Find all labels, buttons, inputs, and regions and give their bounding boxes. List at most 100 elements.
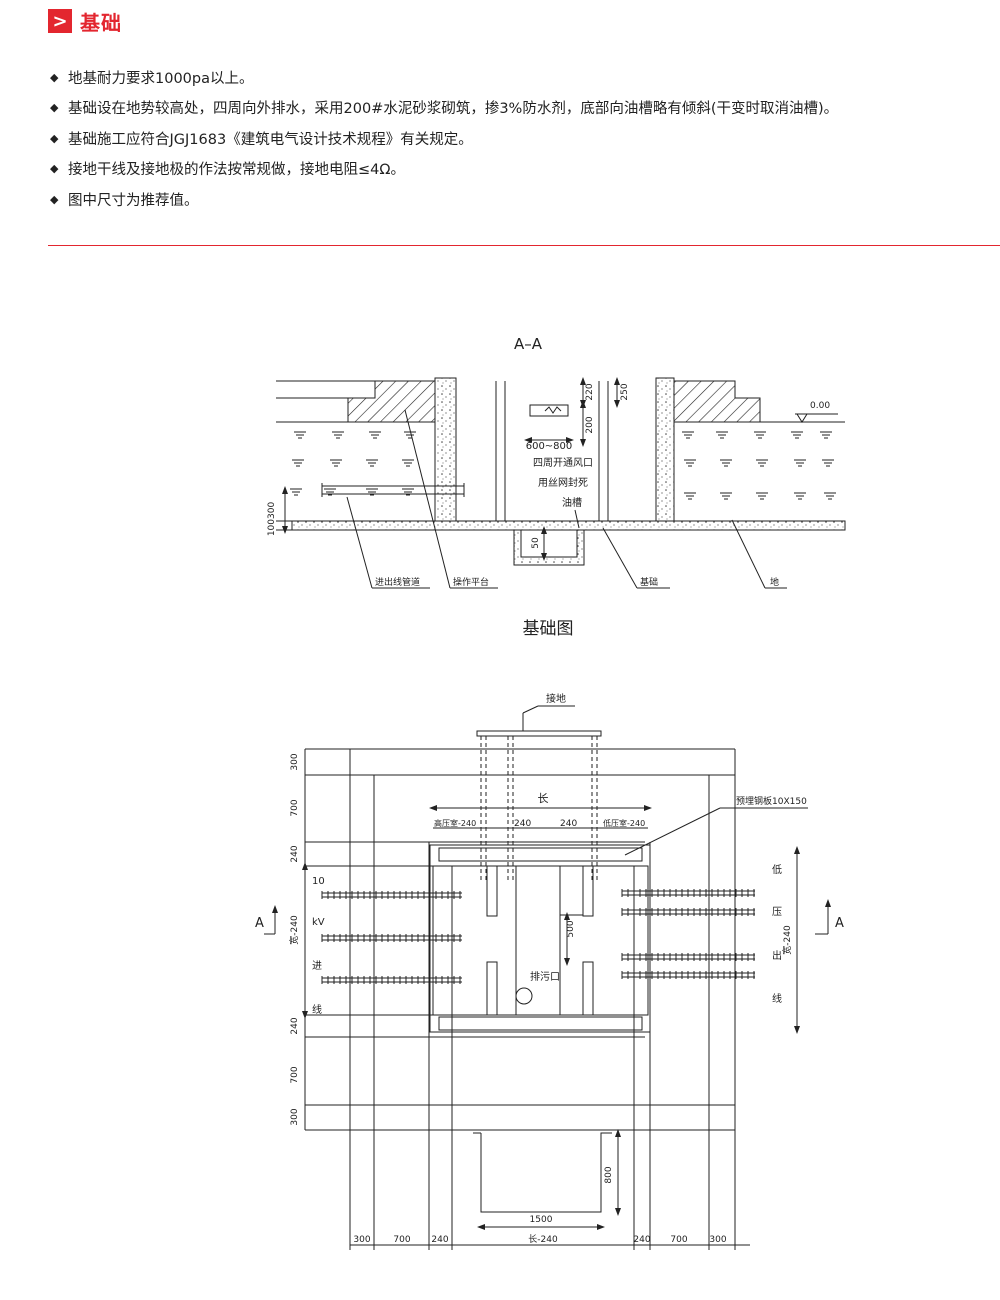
dim-800: 800 [604, 1166, 614, 1183]
section-mark-right: A [835, 916, 844, 931]
water-symbol [682, 431, 694, 439]
vdim-700-top: 700 [290, 799, 300, 816]
cable-pipe [321, 934, 462, 942]
vdim-240-top: 240 [290, 845, 300, 862]
note-item: ◆ 图中尺寸为推荐值。 [50, 184, 838, 215]
water-symbol [791, 431, 803, 439]
water-symbol [294, 431, 306, 439]
lv-outlet-char-1: 低 [772, 863, 782, 876]
label-platform: 操作平台 [453, 576, 489, 588]
hdim-700-right: 700 [670, 1235, 687, 1245]
vdim-700-bottom: 700 [290, 1066, 300, 1083]
cable-pipe [621, 953, 755, 961]
lv-room-dim: 低压室-240 [603, 818, 645, 828]
dim-240-b: 240 [560, 819, 577, 829]
elevation-label: 0.00 [810, 401, 830, 411]
note-item: ◆ 接地干线及接地极的作法按常规做，接地电阻≤4Ω。 [50, 154, 838, 185]
water-symbol [684, 492, 696, 500]
water-symbol [754, 431, 766, 439]
water-symbol [820, 431, 832, 439]
dim-240-a: 240 [514, 819, 531, 829]
left-hatched-block [347, 380, 436, 423]
diamond-bullet-icon: ◆ [50, 131, 59, 145]
lv-outlet-char-4: 线 [772, 992, 782, 1005]
note-item: ◆ 地基耐力要求1000pa以上。 [50, 62, 838, 93]
diagram-caption: 基础图 [523, 619, 574, 639]
water-symbol [324, 488, 336, 496]
label-cable-duct: 进出线管道 [375, 576, 420, 588]
dim-1500: 1500 [530, 1215, 553, 1225]
lv-outlet-char-3: 出 [772, 949, 782, 962]
oil-trough-label: 油槽 [562, 496, 582, 509]
diamond-bullet-icon: ◆ [50, 192, 59, 206]
embedded-plate-bottom [438, 1016, 643, 1031]
cable-pipe [621, 971, 755, 979]
inner-room [429, 844, 651, 1033]
section-title-label: A–A [514, 335, 543, 353]
dim-220: 220 [585, 383, 595, 400]
note-text: 基础设在地势较高处，四周向外排水，采用200#水泥砂浆砌筑，掺3%防水剂，底部向… [68, 101, 839, 118]
note-text: 图中尺寸为推荐值。 [68, 192, 199, 209]
diamond-bullet-icon: ◆ [50, 70, 59, 84]
left-wall [434, 377, 457, 522]
drain-outlet [515, 987, 533, 1005]
water-symbol [404, 431, 416, 439]
cable-pipe [621, 908, 755, 916]
grounding-label: 接地 [546, 692, 566, 705]
water-symbol [794, 492, 806, 500]
water-symbol [684, 459, 696, 467]
elevation-triangle [796, 413, 808, 423]
dim-100300: 100300 [267, 502, 277, 537]
water-symbol [756, 459, 768, 467]
note-text: 地基耐力要求1000pa以上。 [68, 70, 254, 87]
hv-inlet-char-2: kV [312, 917, 325, 928]
water-symbol [716, 431, 728, 439]
water-symbol [720, 459, 732, 467]
hdim-700-left: 700 [393, 1235, 410, 1245]
water-symbol [402, 459, 414, 467]
label-ground: 地 [770, 576, 779, 588]
plan-view: 接地 [255, 692, 844, 1250]
note-item: ◆基础设在地势较高处，四周向外排水，采用200#水泥砂浆砌筑，掺3%防水剂，底部… [50, 93, 838, 124]
water-symbol [756, 492, 768, 500]
hv-inlet-char-3: 进 [312, 960, 322, 972]
embedded-plate-label: 预埋钢板10X150 [736, 795, 807, 807]
vdim-300-bottom: 300 [290, 1108, 300, 1125]
hv-inlet-char-1: 10 [312, 876, 325, 887]
note-item: ◆ 基础施工应符合JGJ1683《建筑电气设计技术规程》有关规定。 [50, 123, 838, 154]
right-hatched-block [673, 380, 761, 423]
section-view: A–A 600~800 四周开通风口 [267, 335, 846, 639]
width-dim-left: 宽-240 [288, 915, 300, 945]
note-text: 基础施工应符合JGJ1683《建筑电气设计技术规程》有关规定。 [68, 131, 473, 148]
water-symbol [822, 459, 834, 467]
dim-50: 50 [531, 537, 541, 549]
base-slab [291, 520, 846, 531]
water-symbol [332, 431, 344, 439]
water-symbol [366, 459, 378, 467]
water-symbol [824, 492, 836, 500]
right-wall [655, 377, 675, 522]
vent-opening [529, 404, 569, 417]
water-symbol [290, 488, 302, 496]
vdim-240-bottom: 240 [290, 1017, 300, 1034]
dim-500: 500 [566, 920, 576, 937]
cable-pipe [321, 976, 462, 984]
section-divider [48, 245, 1000, 246]
notes-list: ◆地基耐力要求1000pa以上。 ◆基础设在地势较高处，四周向外排水，采用200… [50, 62, 838, 215]
embedded-plate-top [438, 847, 643, 862]
width-dim-right: 宽-240 [781, 925, 793, 955]
section-mark-left: A [255, 916, 264, 931]
hdim-240-left: 240 [431, 1235, 448, 1245]
diamond-bullet-icon: ◆ [50, 162, 59, 176]
hdim-length: 长-240 [528, 1233, 558, 1245]
hdim-300-left: 300 [353, 1235, 370, 1245]
hdim-300-right: 300 [709, 1235, 726, 1245]
water-symbol [366, 488, 378, 496]
dim-250: 250 [620, 383, 630, 400]
chevron-right-icon: > [48, 9, 72, 33]
note-text: 接地干线及接地极的作法按常规做，接地电阻≤4Ω。 [68, 162, 405, 179]
water-symbol [720, 492, 732, 500]
cable-pipes [321, 889, 755, 984]
water-symbol [330, 459, 342, 467]
label-foundation: 基础 [640, 576, 658, 588]
